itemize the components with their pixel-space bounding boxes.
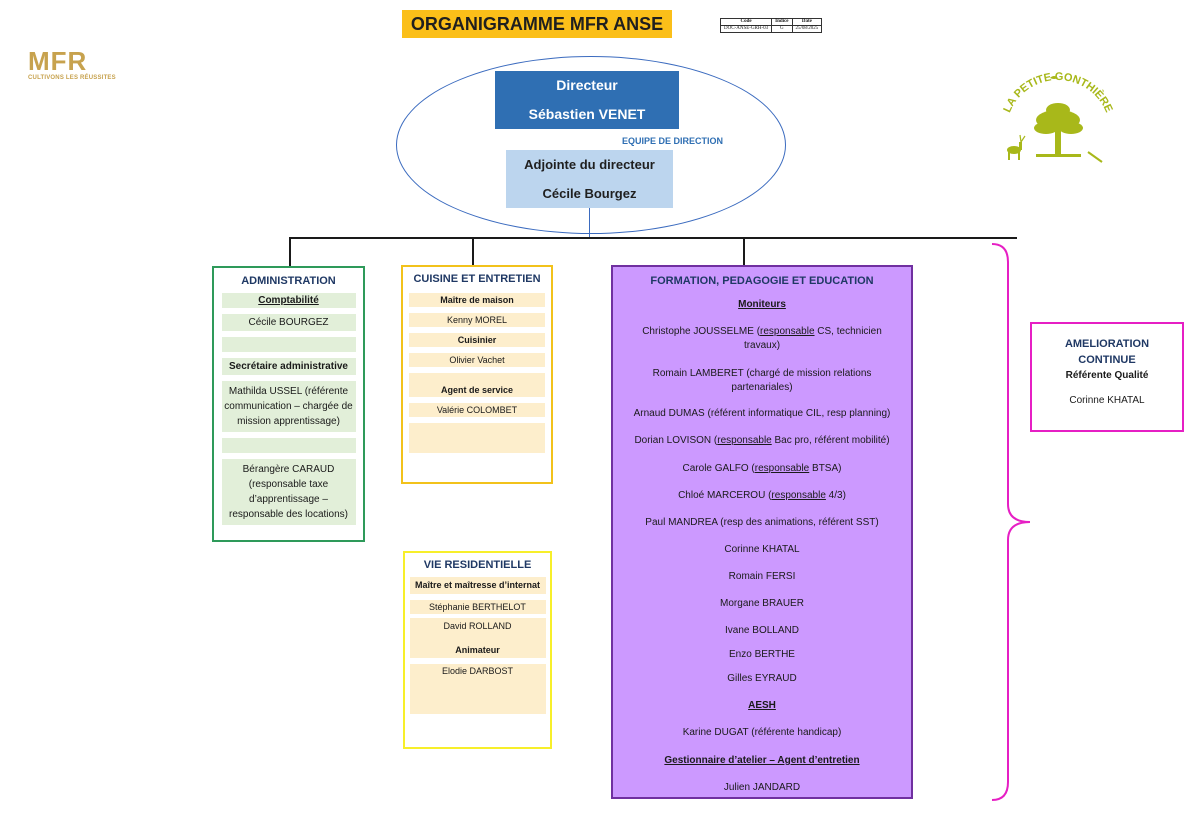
moniteur-galfo-rest: BTSA) — [809, 463, 842, 474]
director-role: Directeur — [556, 77, 618, 93]
amelioration-name: Corinne KHATAL — [1069, 395, 1145, 406]
internat-name-1: Stéphanie BERTHELOT — [409, 600, 546, 614]
animateur-name: Elodie DARBOST — [409, 664, 546, 714]
moniteur-lovison: Dorian LOVISON (responsable Bac pro, réf… — [613, 435, 911, 446]
moniteur-lovison-rest: Bac pro, référent mobilité) — [771, 435, 890, 446]
mfr-logo: MFR CULTIVONS LES RÉUSSITES — [28, 46, 122, 86]
comptabilite-label: Comptabilité — [221, 293, 356, 308]
gestionnaire-label: Gestionnaire d’atelier – Agent d’entreti… — [664, 755, 860, 766]
equipe-direction-label: EQUIPE DE DIRECTION — [622, 136, 724, 146]
formation-pedagogie-box: FORMATION, PEDAGOGIE ET EDUCATION Monite… — [611, 265, 913, 799]
connector-to-administration — [289, 237, 291, 266]
secretaire-name: Mathilda USSEL (référente communication … — [221, 381, 356, 432]
cuisinier-name: Olivier Vachet — [409, 353, 545, 367]
moniteur-galfo: Carole GALFO (responsable BTSA) — [613, 463, 911, 474]
moniteur-jousselme-role: responsable — [760, 326, 815, 337]
administration-box: ADMINISTRATION Comptabilité Cécile BOURG… — [212, 266, 365, 542]
moniteur-dumas: Arnaud DUMAS (référent informatique CIL,… — [633, 408, 891, 419]
bird-icon — [1050, 76, 1058, 79]
director-box: Directeur Sébastien VENET — [495, 71, 679, 129]
moniteur-lovison-role: responsable — [717, 435, 772, 446]
moniteurs-label: Moniteurs — [738, 299, 786, 310]
connector-to-cuisine — [472, 237, 474, 265]
berangere-name: Bérangère CARAUD (responsable taxe d’app… — [221, 459, 356, 525]
administration-empty-row-2 — [221, 438, 356, 453]
branch-icon — [1087, 151, 1103, 163]
maitre-maison-label: Maître de maison — [409, 293, 545, 307]
vie-residentielle-box: VIE RESIDENTIELLE Maître et maîtresse d’… — [403, 551, 552, 749]
connector-horizontal — [289, 237, 1017, 239]
mfr-logo-text: MFR — [28, 46, 88, 76]
moniteur-jousselme-name: Christophe JOUSSELME ( — [642, 326, 761, 337]
aesh-name: Karine DUGAT (référente handicap) — [682, 727, 842, 738]
amelioration-continue-box: AMELIORATION CONTINUE Référente Qualité … — [1030, 322, 1184, 432]
agent-service-label: Agent de service — [409, 373, 545, 397]
internat-name-2: David ROLLAND — [409, 618, 546, 634]
la-petite-gonthiere-logo: LA PETITE GONTHIÈRE — [1001, 71, 1115, 163]
moniteur-brauer: Morgane BRAUER — [720, 598, 804, 609]
adjointe-box: Adjointe du directeur Cécile Bourgez — [506, 150, 673, 208]
moniteur-marcerou-role: responsable — [771, 490, 826, 501]
connector-vertical-top — [589, 208, 590, 238]
doc-indice-header: Indice — [771, 18, 793, 26]
cuisinier-label: Cuisinier — [409, 333, 545, 347]
cuisine-empty-row — [409, 423, 545, 453]
director-name: Sébastien VENET — [528, 106, 646, 122]
cuisine-title: CUISINE ET ENTRETIEN — [413, 273, 541, 285]
moniteur-mandrea: Paul MANDREA (resp des animations, référ… — [645, 517, 879, 528]
moniteur-lamberet: Romain LAMBERET (chargé de mission relat… — [652, 368, 872, 393]
moniteur-marcerou-name: Chloé MARCEROU ( — [678, 490, 772, 501]
doc-code-value: DOC-ANSE-GRH-03 — [719, 25, 773, 33]
moniteur-khatal: Corinne KHATAL — [724, 544, 800, 555]
page-title: ORGANIGRAMME MFR ANSE — [402, 10, 672, 38]
moniteur-eyraud: Gilles EYRAUD — [727, 673, 797, 684]
vie-title: VIE RESIDENTIELLE — [423, 559, 532, 571]
doc-date-header: Date — [791, 18, 823, 26]
maitre-maison-name: Kenny MOREL — [409, 313, 545, 327]
aesh-label: AESH — [748, 700, 776, 711]
direction-team-ellipse — [396, 56, 786, 234]
doc-indice-value: G — [771, 25, 793, 33]
amelioration-title-2: CONTINUE — [1078, 354, 1136, 366]
deer-icon — [1007, 134, 1026, 160]
connector-to-formation — [743, 237, 745, 265]
amelioration-brace — [991, 243, 1031, 801]
tree-icon — [1034, 103, 1083, 157]
comptabilite-name: Cécile BOURGEZ — [221, 314, 356, 331]
adjointe-role: Adjointe du directeur — [524, 157, 655, 172]
amelioration-title-1: AMELIORATION — [1064, 338, 1150, 350]
moniteur-berthe: Enzo BERTHE — [729, 649, 795, 660]
moniteur-marcerou: Chloé MARCEROU (responsable 4/3) — [613, 490, 911, 501]
internat-label: Maître et maîtresse d’internat — [409, 577, 546, 594]
formation-title: FORMATION, PEDAGOGIE ET EDUCATION — [650, 275, 874, 287]
administration-title: ADMINISTRATION — [241, 275, 336, 287]
adjointe-name: Cécile Bourgez — [542, 186, 637, 201]
moniteur-jousselme-rest: CS, technicien travaux) — [743, 326, 882, 351]
gestionnaire-name: Julien JANDARD — [723, 782, 801, 793]
secretaire-label: Secrétaire administrative — [221, 358, 356, 375]
mfr-logo-tagline: CULTIVONS LES RÉUSSITES — [28, 75, 116, 81]
administration-empty-row-1 — [221, 337, 356, 352]
moniteur-lovison-name: Dorian LOVISON ( — [634, 435, 718, 446]
agent-service-name: Valérie COLOMBET — [409, 403, 545, 417]
doc-code-header: Code — [719, 18, 773, 26]
moniteur-bolland: Ivane BOLLAND — [725, 625, 799, 636]
moniteur-galfo-name: Carole GALFO ( — [682, 463, 755, 474]
document-code-table: Code Indice Date DOC-ANSE-GRH-03 G 25/08… — [719, 18, 823, 33]
animateur-label: Animateur — [409, 634, 546, 658]
moniteur-galfo-role: responsable — [754, 463, 810, 474]
moniteur-fersi: Romain FERSI — [728, 571, 796, 582]
doc-date-value: 25/08/2025 — [791, 25, 823, 33]
amelioration-subtitle: Référente Qualité — [1065, 370, 1149, 381]
moniteur-marcerou-rest: 4/3) — [825, 490, 846, 501]
cuisine-entretien-box: CUISINE ET ENTRETIEN Maître de maison Ke… — [401, 265, 553, 484]
moniteur-jousselme: Christophe JOUSSELME (responsable CS, te… — [633, 325, 891, 353]
